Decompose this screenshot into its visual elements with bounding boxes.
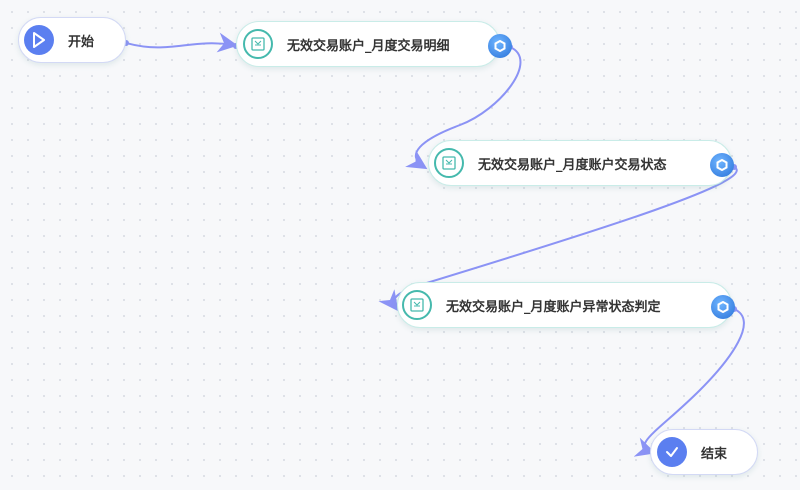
settings-hex-icon[interactable] xyxy=(711,295,735,319)
node-label: 无效交易账户_月度账户交易状态 xyxy=(478,157,667,173)
task-node-1[interactable]: 无效交易账户_月度交易明细 xyxy=(236,21,500,67)
task-node-2[interactable]: 无效交易账户_月度账户交易状态 xyxy=(428,140,732,186)
node-label: 无效交易账户_月度账户异常状态判定 xyxy=(446,299,661,315)
settings-hex-icon[interactable] xyxy=(710,153,734,177)
end-node[interactable]: 结束 xyxy=(650,429,758,475)
task-icon xyxy=(243,29,273,59)
task-node-3[interactable]: 无效交易账户_月度账户异常状态判定 xyxy=(397,282,732,328)
task-icon xyxy=(402,290,432,320)
task-icon xyxy=(434,148,464,178)
edge-task1-task2 xyxy=(405,46,522,170)
edge-task3-end xyxy=(633,308,745,457)
play-icon xyxy=(24,25,54,55)
start-node[interactable]: 开始 xyxy=(18,17,126,63)
node-label: 开始 xyxy=(68,34,95,50)
edge-task2-task3 xyxy=(378,166,738,312)
edge-start-task1 xyxy=(125,32,238,53)
node-label: 结束 xyxy=(701,446,728,462)
node-label: 无效交易账户_月度交易明细 xyxy=(287,38,450,54)
settings-hex-icon[interactable] xyxy=(488,34,512,58)
check-icon xyxy=(657,437,687,467)
